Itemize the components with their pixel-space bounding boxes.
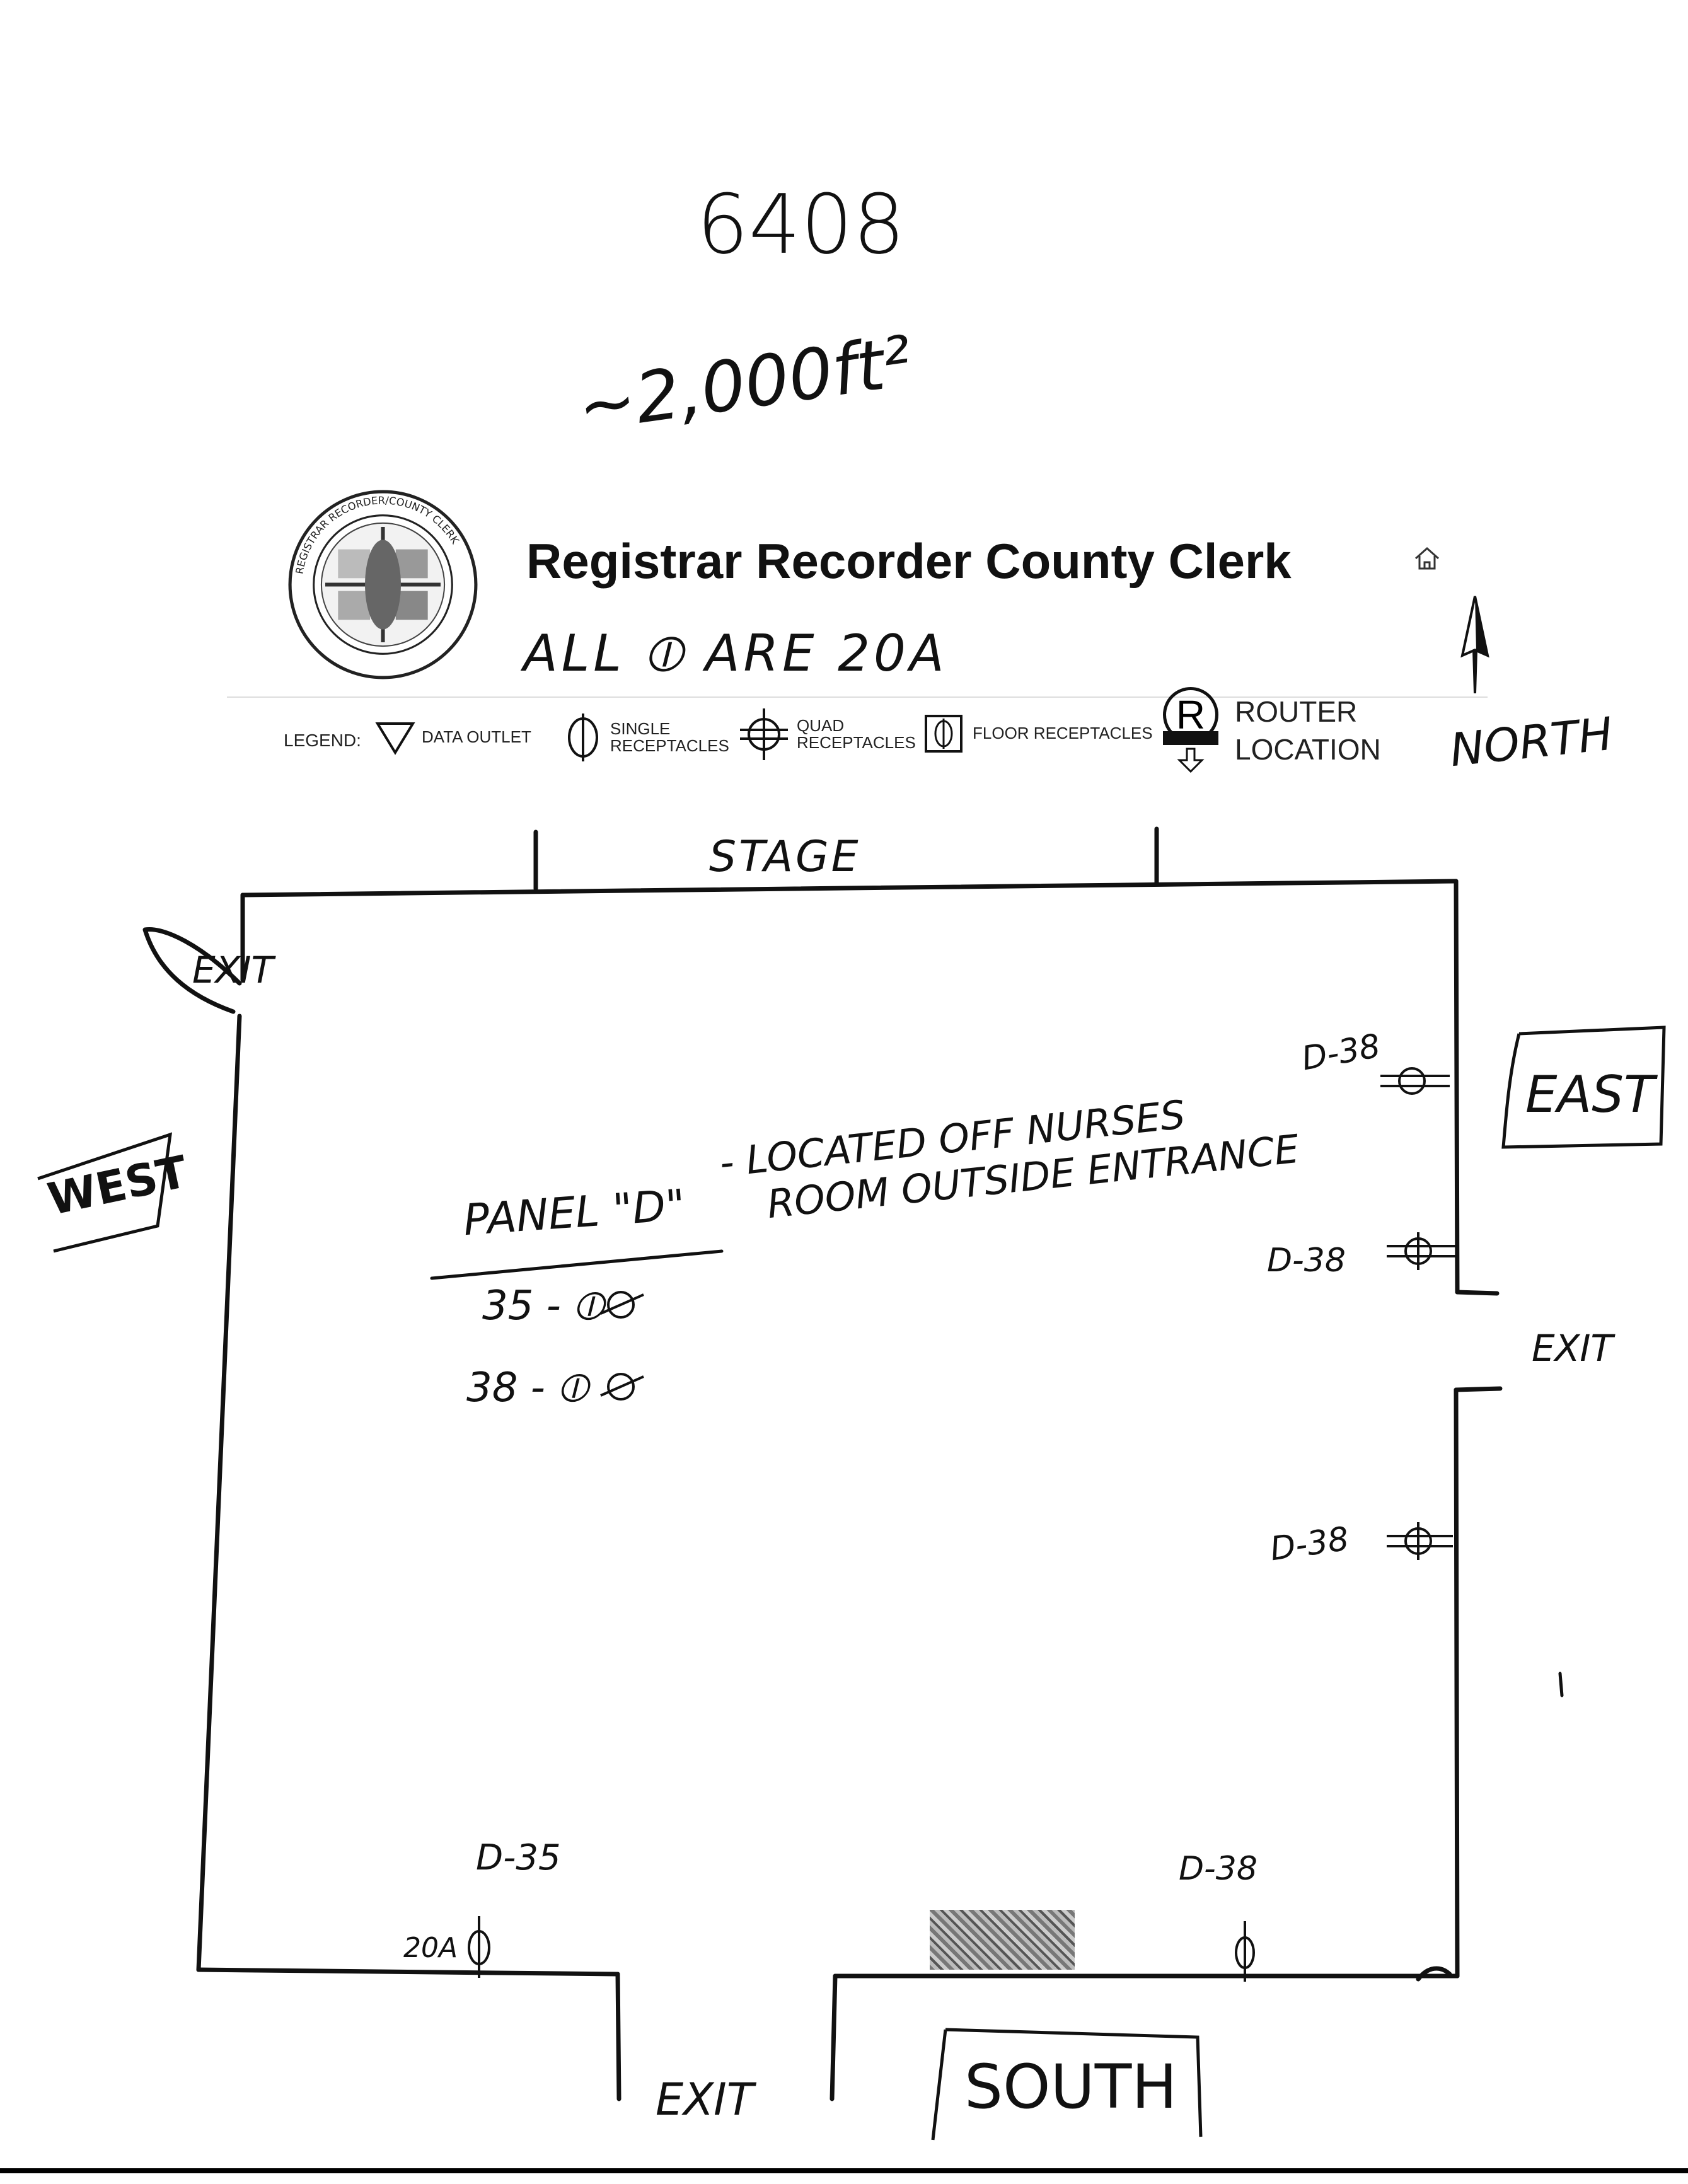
east-outlets <box>468 1067 1456 1982</box>
outlet-amps: 20A <box>403 1932 458 1964</box>
home-icon <box>1415 546 1439 570</box>
south-exit-right <box>830 1973 838 2101</box>
legend-divider <box>227 696 1488 698</box>
single-receptacle-icon <box>468 1916 490 1978</box>
page-title: Registrar Recorder County Clerk <box>526 533 1292 589</box>
legend-quad: QUAD RECEPTACLES <box>737 706 916 763</box>
north-wall <box>240 879 1459 898</box>
quad-receptacle-icon <box>1387 1232 1456 1270</box>
west-box <box>37 1132 173 1253</box>
legend-floor: FLOOR RECEPTACLES <box>923 714 1153 754</box>
exit-label-south: EXIT <box>656 2074 754 2125</box>
county-seal-icon: REGISTRAR RECORDER/COUNTY CLERK <box>288 490 478 679</box>
exit-label-east: EXIT <box>1532 1327 1613 1370</box>
legend-label-router: ROUTER LOCATION <box>1235 695 1381 766</box>
stage-label: STAGE <box>709 832 861 882</box>
circuit-glyph-35 <box>600 1291 644 1319</box>
router-icon: R <box>1163 687 1218 775</box>
legend-data-outlet: DATA OUTLET <box>375 720 531 755</box>
amperage-note: ALL ⦶ ARE 20A <box>523 624 948 683</box>
east-wall-lower <box>1454 1387 1460 1979</box>
stray-mark <box>1558 1672 1564 1697</box>
single-receptacle-icon <box>568 714 598 761</box>
east-wall-stub <box>1455 1290 1500 1296</box>
legend-title-wrap: LEGEND: <box>284 731 361 750</box>
outlet-label: D-35 <box>476 1837 561 1878</box>
data-outlet-icon <box>375 722 415 755</box>
quad-receptacle-icon <box>1380 1067 1450 1095</box>
legend-label-single: SINGLE RECEPTACLES <box>610 719 729 755</box>
west-wall-lower <box>196 1014 242 1972</box>
outlet-label: D-38 <box>1267 1242 1346 1280</box>
circuit-38: 38 - ⦶ <box>466 1365 587 1411</box>
outlet-label: D-38 <box>1179 1850 1257 1888</box>
sheet-number: 6408 <box>697 176 905 272</box>
legend-label-floor: FLOOR RECEPTACLES <box>973 724 1153 743</box>
south-label: SOUTH <box>964 2052 1177 2122</box>
floor-receptacle-icon <box>925 715 963 753</box>
circuit-35: 35 - ⦶ <box>482 1283 603 1329</box>
quad-receptacle-icon <box>740 708 788 760</box>
circuit-glyph-38 <box>600 1373 644 1401</box>
east-label: EAST <box>1525 1065 1655 1124</box>
east-box <box>1501 1026 1666 1149</box>
legend: LEGEND: DATA OUTLET SINGLE RECEPTACLES Q… <box>277 687 1538 788</box>
exit-label-nw: EXIT <box>192 949 274 991</box>
panel-underline <box>430 1249 724 1280</box>
north-arrow-icon <box>1460 596 1489 694</box>
scan-edge <box>0 2168 1688 2173</box>
se-corner-mark <box>1416 1966 1452 1982</box>
legend-label-data: DATA OUTLET <box>422 727 531 747</box>
south-box <box>931 2028 1203 2141</box>
nw-exit-door <box>142 927 242 1014</box>
legend-single: SINGLE RECEPTACLES <box>561 712 729 763</box>
east-wall-upper <box>1454 879 1460 1295</box>
legend-title: LEGEND: <box>284 731 361 750</box>
single-receptacle-icon <box>1235 1921 1255 1982</box>
south-wall-left <box>196 1967 620 1977</box>
quad-receptacle-icon <box>1387 1522 1453 1560</box>
south-exit-left <box>615 1972 621 2101</box>
east-wall-exit-stub <box>1454 1386 1503 1392</box>
floor-receptacle-patch <box>930 1910 1075 1970</box>
legend-label-quad: QUAD RECEPTACLES <box>797 715 916 752</box>
legend-router: R ROUTER LOCATION <box>1163 687 1381 775</box>
